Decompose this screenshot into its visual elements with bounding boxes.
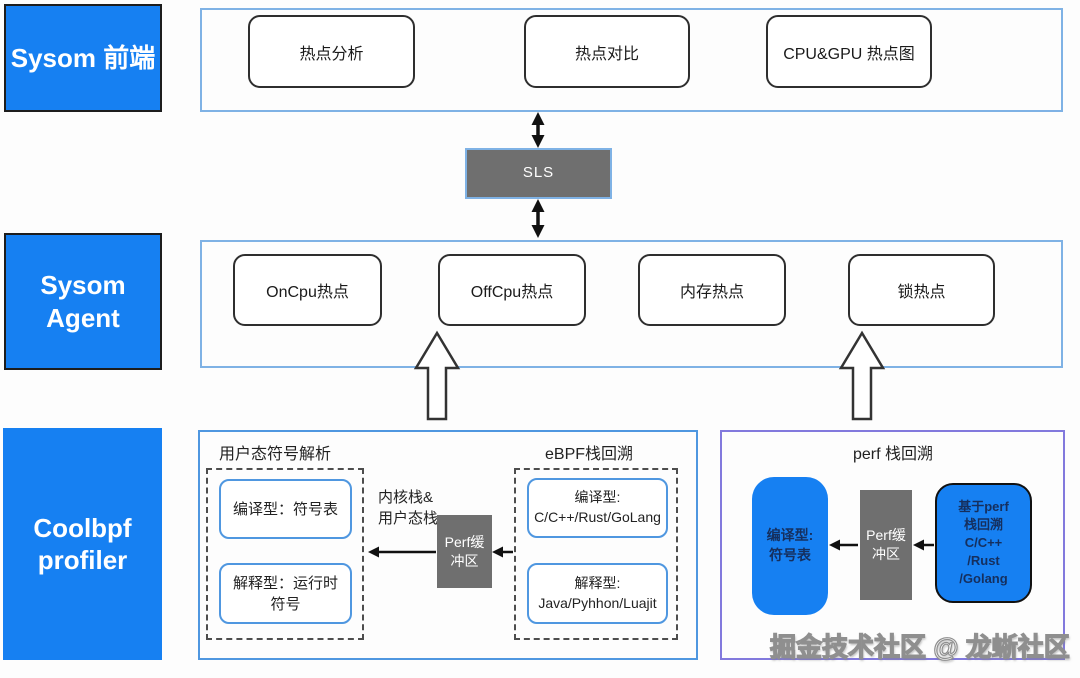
node-hotspot-compare: 热点对比 (524, 15, 690, 88)
node-label-line1: 编译型: (574, 489, 621, 506)
node-label-line3: C/C++ (964, 534, 1003, 550)
agent-container (200, 240, 1063, 368)
node-label-line5: /Golang (959, 571, 1008, 587)
perf-container (720, 430, 1065, 660)
perf-buffer-box-right: Perf缓 冲区 (860, 490, 912, 600)
perf-buffer-line2: 冲区 (450, 552, 479, 569)
node-label-line1: 基于perf (958, 498, 1009, 514)
perf-buffer-box-left: Perf缓 冲区 (437, 515, 492, 588)
node-lock-hotspot: 锁热点 (848, 254, 995, 326)
node-oncpu: OnCpu热点 (233, 254, 382, 326)
node-cpu-gpu-heatmap: CPU&GPU 热点图 (766, 15, 932, 88)
node-label: OffCpu热点 (470, 284, 554, 301)
coolbpf-label-box: Coolbpf profiler (3, 428, 162, 660)
coolbpf-label-line1: Coolbpf (33, 512, 132, 543)
node-perf-based-source: 基于perf 栈回溯 C/C++ /Rust /Golang (935, 483, 1032, 603)
sls-box: SLS (465, 148, 612, 199)
watermark-text: 掘金技术社区 @ 龙蜥社区 (769, 631, 1070, 662)
agent-label-box: Sysom Agent (4, 233, 162, 370)
perf-buffer-line2: 冲区 (872, 546, 900, 562)
node-label: 热点分析 (299, 45, 364, 63)
perf-buffer-line1: Perf缓 (866, 527, 906, 544)
double-arrow-frontend-sls (531, 112, 545, 148)
node-label-line1: 解释型：运行时 (232, 574, 338, 592)
node-compiled-symbol-table: 编译型：符号表 (219, 479, 352, 539)
node-label-line1: 编译型: (766, 527, 814, 544)
node-label-line2: 符号表 (769, 547, 811, 563)
frontend-label: Sysom 前端 (10, 42, 156, 73)
node-label-line2: C/C++/Rust/GoLang (534, 509, 661, 525)
node-memory-hotspot: 内存热点 (638, 254, 786, 326)
ebpf-dashed-group (514, 468, 678, 640)
node-label-line2: Java/Pyhhon/Luajit (538, 594, 657, 611)
agent-label: Sysom Agent (40, 270, 126, 333)
node-label: CPU&GPU 热点图 (783, 45, 915, 63)
node-interpreted-runtime-symbol: 解释型：运行时 符号 (219, 563, 352, 624)
coolbpf-left-container (198, 430, 698, 660)
node-label: OnCpu热点 (266, 284, 349, 301)
node-label-line4: /Rust (967, 553, 1000, 569)
node-offcpu: OffCpu热点 (438, 254, 586, 326)
node-label-line2: 栈回溯 (963, 516, 1003, 532)
node-label-line2: 符号 (270, 595, 301, 613)
node-perf-compiled-symbol: 编译型: 符号表 (752, 477, 828, 615)
node-ebpf-compiled: 编译型: C/C++/Rust/GoLang (527, 478, 668, 538)
node-label: 编译型：符号表 (232, 500, 338, 518)
stack-note-line2: 用户态栈 (378, 510, 439, 527)
node-label: 锁热点 (897, 284, 946, 301)
sls-label: SLS (522, 164, 555, 182)
user-symbol-dashed-group (206, 468, 364, 640)
ebpf-title: eBPF栈回溯 (545, 446, 634, 463)
stack-note: 内核栈& 用户态栈 (378, 487, 438, 529)
perf-buffer-line1: Perf缓 (444, 533, 485, 550)
node-ebpf-interpreted: 解释型: Java/Pyhhon/Luajit (527, 563, 668, 624)
node-label: 内存热点 (679, 284, 744, 301)
frontend-container (200, 8, 1063, 112)
double-arrow-sls-agent (531, 199, 545, 238)
node-label-line1: 解释型: (574, 574, 621, 591)
coolbpf-label-line2: profiler (37, 545, 128, 575)
frontend-label-box: Sysom 前端 (4, 4, 162, 112)
perf-title: perf 栈回溯 (853, 446, 934, 463)
user-symbol-title: 用户态符号解析 (219, 446, 332, 463)
node-hotspot-analysis: 热点分析 (248, 15, 415, 88)
node-label: 热点对比 (574, 45, 639, 63)
stack-note-line1: 内核栈& (378, 489, 434, 506)
